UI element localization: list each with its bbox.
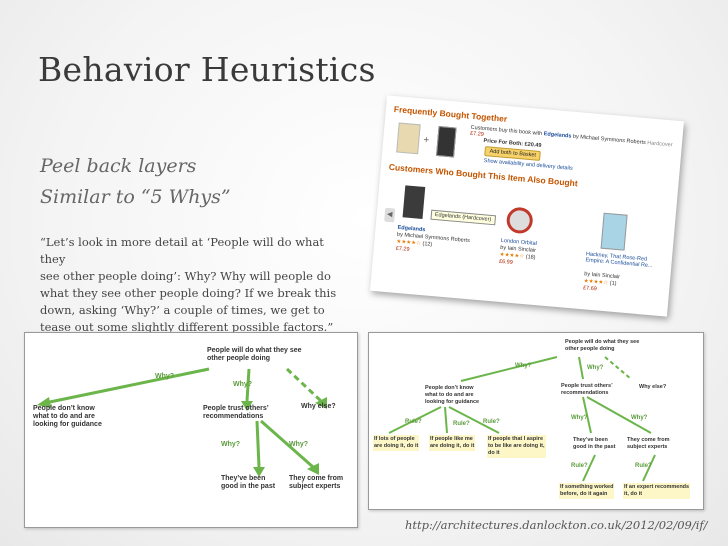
right-leaf-4: If an expert recommends it, do it	[623, 483, 691, 499]
node-line: subject experts	[289, 483, 341, 490]
node-line: other people doing	[565, 346, 615, 352]
right-rule-leaf-1: If lots of people are doing it, do it	[373, 435, 420, 451]
book-cover-1	[396, 122, 421, 155]
right-rule-2: Rule?	[453, 421, 470, 427]
quote-line: see other people doing’: Why? Why will p…	[40, 269, 331, 283]
node-line: If people like me	[430, 436, 473, 442]
right-leaf-3: If something worked before, do it again	[559, 483, 615, 499]
node-line: If people that I aspire	[488, 436, 544, 442]
item-rating-count-3: (1)	[609, 280, 617, 288]
right-node-b: People trust others’ recommendations	[561, 383, 613, 397]
slide-title: Behavior Heuristics	[38, 50, 376, 89]
right-rule-4: Rule?	[571, 463, 588, 469]
node-line: good in the past	[221, 483, 276, 490]
quote-line: tease out some slightly different possib…	[40, 320, 334, 334]
diagram-left-arrows	[37, 367, 327, 477]
node-line: They’ve been	[573, 437, 608, 443]
left-leaf-2: They come from subject experts	[289, 475, 343, 491]
item-cover-1	[402, 185, 426, 219]
node-line: People trust others’	[561, 383, 613, 389]
node-line: before, do it again	[560, 491, 608, 497]
node-line: to be like are doing it,	[488, 443, 545, 449]
node-line: other people doing	[207, 355, 270, 362]
availability-link[interactable]: Show availability and delivery details	[483, 158, 573, 172]
plus-icon: +	[422, 134, 430, 147]
diagram-right-arrows	[388, 356, 656, 482]
source-url[interactable]: http://architectures.danlockton.co.uk/20…	[405, 518, 708, 532]
left-leaf-1: They’ve been good in the past	[221, 475, 275, 491]
node-line: recommendations	[561, 390, 609, 396]
node-line: are doing it, do it	[430, 443, 475, 449]
quote-line: “Let’s look in more detail at ‘People wi…	[40, 235, 324, 266]
quote-line: down, asking ‘Why?’ a couple of times, w…	[40, 303, 325, 317]
subtitle-whys: Similar to “5 Whys”	[40, 186, 231, 208]
store-screenshot: Frequently Bought Together + Customers b…	[370, 95, 684, 317]
item-price-3: £7.69	[582, 285, 598, 293]
left-why-4: Why?	[289, 441, 309, 448]
item-price-1: £7.29	[395, 245, 410, 253]
left-node-a: People don’t know what to do and are loo…	[33, 405, 102, 429]
item-rating-count-2: (18)	[525, 254, 536, 261]
item-cover-3	[600, 212, 628, 251]
quote-line: what they see other people doing? If we …	[40, 286, 337, 300]
node-line: They come from	[289, 475, 344, 482]
diagram-left: People will do what they see other peopl…	[24, 332, 358, 528]
fbt-book-link[interactable]: Edgelands	[543, 131, 572, 140]
right-rule-5: Rule?	[635, 463, 652, 469]
right-why-1: Why?	[515, 363, 532, 369]
carousel-left-arrow[interactable]: ◀	[384, 207, 396, 223]
right-node-a: People don’t know what to do and are loo…	[425, 385, 479, 406]
node-line: People don’t know	[33, 405, 95, 412]
item-title-3[interactable]: Hackney, That Rose-Red Empire: A Confide…	[585, 251, 653, 270]
node-line: They come from	[627, 437, 670, 443]
right-rule-leaf-3: If people that I aspire to be like are d…	[487, 435, 546, 458]
left-why-2: Why?	[233, 381, 253, 388]
item-price-2: £6.99	[498, 258, 514, 266]
node-line: are doing it, do it	[374, 443, 419, 449]
left-why-1: Why?	[155, 373, 175, 380]
node-line: looking for guidance	[33, 421, 102, 428]
right-rule-3: Rule?	[483, 419, 500, 425]
node-line: People don’t know	[425, 385, 474, 391]
node-line: If something worked	[560, 484, 614, 490]
right-rule-leaf-2: If people like me are doing it, do it	[429, 435, 476, 451]
node-line: recommendations	[203, 413, 264, 420]
right-leaf-1: They’ve been good in the past	[573, 437, 615, 451]
right-why-4: Why?	[631, 415, 648, 421]
subtitle-peel: Peel back layers	[40, 155, 197, 177]
right-why-3: Why?	[571, 415, 588, 421]
left-why-else: Why else?	[301, 403, 336, 410]
left-root-node: People will do what they see other peopl…	[207, 347, 302, 363]
node-line: what to do and are	[33, 413, 95, 420]
fbt-author: by Michael Symmons Roberts	[572, 133, 646, 147]
right-root-node: People will do what they see other peopl…	[565, 339, 639, 353]
right-leaf-2: They come from subject experts	[627, 437, 669, 451]
node-line: subject experts	[627, 444, 668, 450]
right-why-else: Why else?	[639, 384, 667, 390]
right-why-2: Why?	[587, 365, 604, 371]
node-line: do it	[488, 450, 500, 456]
fbt-heading: Frequently Bought Together	[393, 104, 508, 124]
book-cover-2	[436, 125, 457, 158]
item-cover-2	[505, 206, 534, 235]
node-line: it, do it	[624, 491, 643, 497]
node-line: good in the past	[573, 444, 616, 450]
right-rule-1: Rule?	[405, 419, 422, 425]
node-line: If lots of people	[374, 436, 415, 442]
quote-text: “Let’s look in more detail at ‘People wi…	[40, 234, 340, 336]
fbt-price: £7.29	[469, 130, 485, 138]
node-line: what to do and are	[425, 392, 474, 398]
left-why-3: Why?	[221, 441, 241, 448]
node-line: People trust others’	[203, 405, 269, 412]
node-line: If an expert recommends	[624, 484, 690, 490]
item-rating-count-1: (12)	[422, 241, 433, 248]
node-line: People will do what they see	[207, 347, 302, 354]
node-line: People will do what they see	[565, 339, 640, 345]
left-node-b: People trust others’ recommendations	[203, 405, 269, 421]
tooltip: Edgelands (Hardcover)	[430, 209, 496, 226]
node-line: They’ve been	[221, 475, 266, 482]
diagram-right: People will do what they see other peopl…	[368, 332, 704, 510]
fbt-format: Hardcover	[646, 140, 673, 149]
node-line: looking for guidance	[425, 399, 480, 405]
